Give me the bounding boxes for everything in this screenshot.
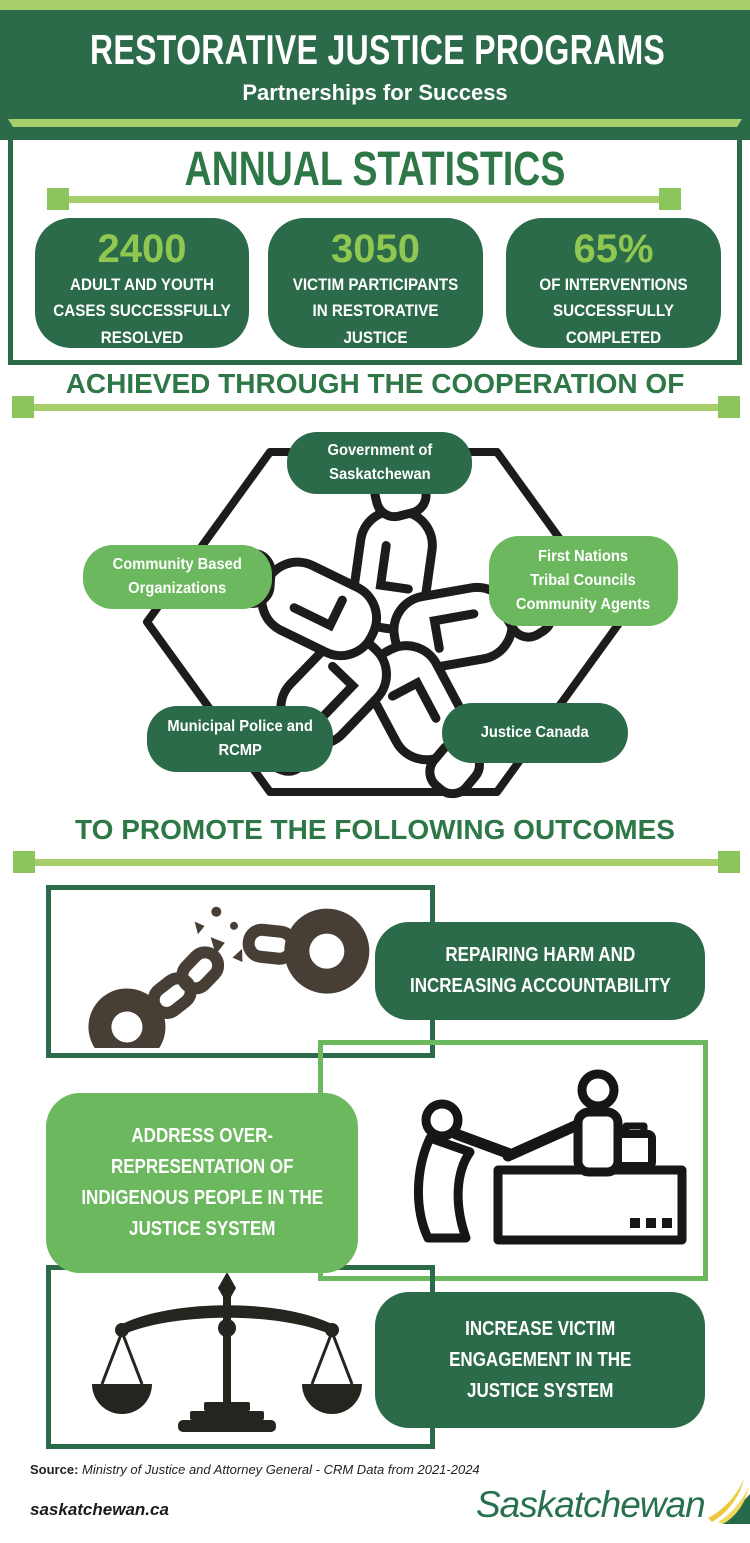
outcomes-heading: TO PROMOTE THE FOLLOWING OUTCOMES [75, 814, 675, 845]
stats-divider [47, 188, 681, 210]
divider-line [35, 858, 718, 866]
partner-government-of-saskatchewan: Government of Saskatchewan [287, 432, 472, 494]
page-subtitle: Partnerships for Success [242, 80, 508, 105]
partner-community-based-organizations: Community Based Organizations [83, 545, 272, 609]
top-accent-strip [0, 0, 750, 10]
person-helping-up-stairs-icon [413, 1069, 687, 1245]
stat-value: 3050 [331, 227, 420, 271]
stat-card-cases-resolved: 2400 ADULT AND YOUTH CASES SUCCESSFULLY … [35, 218, 249, 348]
divider-end-square [659, 188, 681, 210]
annual-statistics-heading: ANNUAL STATISTICS [184, 143, 566, 196]
partner-first-nations-tribal-councils: First Nations Tribal Councils Community … [489, 536, 678, 626]
saskatchewan-logo-text: Saskatchewan [476, 1484, 706, 1526]
hexagon-outline [143, 448, 624, 796]
scales-of-justice-icon [92, 1272, 362, 1432]
partner-label: First Nations Tribal Councils Community … [516, 548, 651, 613]
source-text: Ministry of Justice and Attorney General… [82, 1462, 480, 1477]
annual-statistics-panel [8, 119, 742, 365]
outcome-label: REPAIRING HARM AND INCREASING ACCOUNTABI… [409, 944, 671, 997]
cooperation-divider [12, 396, 740, 418]
divider-end-square [13, 851, 35, 873]
saskatchewan-logo: Saskatchewan [476, 1478, 750, 1526]
stat-card-victim-participants: 3050 VICTIM PARTICIPANTS IN RESTORATIVE … [268, 218, 483, 348]
divider-line [34, 403, 718, 411]
outcome-label: ADDRESS OVER- REPRESENTATION OF INDIGENO… [81, 1125, 323, 1240]
partner-label: Justice Canada [480, 724, 589, 741]
outcome-pill-over-representation: ADDRESS OVER- REPRESENTATION OF INDIGENO… [46, 1093, 358, 1273]
wheat-sheaf-icon [707, 1478, 750, 1524]
source-note: Source: Ministry of Justice and Attorney… [30, 1462, 480, 1477]
cooperation-heading: ACHIEVED THROUGH THE COOPERATION OF [65, 368, 685, 399]
header-banner: RESTORATIVE JUSTICE PROGRAMS Partnership… [0, 10, 750, 140]
partner-municipal-police-rcmp: Municipal Police and RCMP [147, 706, 333, 772]
outcome-pill-repairing-harm: REPAIRING HARM AND INCREASING ACCOUNTABI… [375, 922, 705, 1020]
outcome-pill-victim-engagement: INCREASE VICTIM ENGAGEMENT IN THE JUSTIC… [375, 1292, 705, 1428]
stat-value: 65% [573, 227, 654, 271]
stat-card-interventions-completed: 65% OF INTERVENTIONS SUCCESSFULLY COMPLE… [506, 218, 721, 348]
divider-end-square [47, 188, 69, 210]
page-title: RESTORATIVE JUSTICE PROGRAMS [90, 26, 666, 73]
source-label: Source: [30, 1462, 79, 1477]
website-url: saskatchewan.ca [30, 1500, 169, 1519]
partner-label: Community Based Organizations [112, 556, 243, 597]
stat-label: VICTIM PARTICIPANTS IN RESTORATIVE JUSTI… [292, 276, 459, 347]
outcomes-divider [13, 851, 740, 873]
stat-value: 2400 [97, 227, 187, 271]
stat-label: ADULT AND YOUTH CASES SUCCESSFULLY RESOL… [53, 276, 231, 347]
partner-justice-canada: Justice Canada [442, 703, 628, 763]
divider-end-square [718, 851, 740, 873]
partner-label: Government of Saskatchewan [327, 442, 432, 483]
cooperation-hexagon-diagram [143, 448, 624, 818]
partner-label: Municipal Police and RCMP [167, 718, 313, 759]
broken-handcuffs-icon [88, 906, 370, 1048]
divider-end-square [12, 396, 34, 418]
stat-label: OF INTERVENTIONS SUCCESSFULLY COMPLETED [539, 276, 688, 347]
divider-end-square [718, 396, 740, 418]
outcome-label: INCREASE VICTIM ENGAGEMENT IN THE JUSTIC… [448, 1317, 632, 1402]
divider-line [69, 195, 659, 203]
